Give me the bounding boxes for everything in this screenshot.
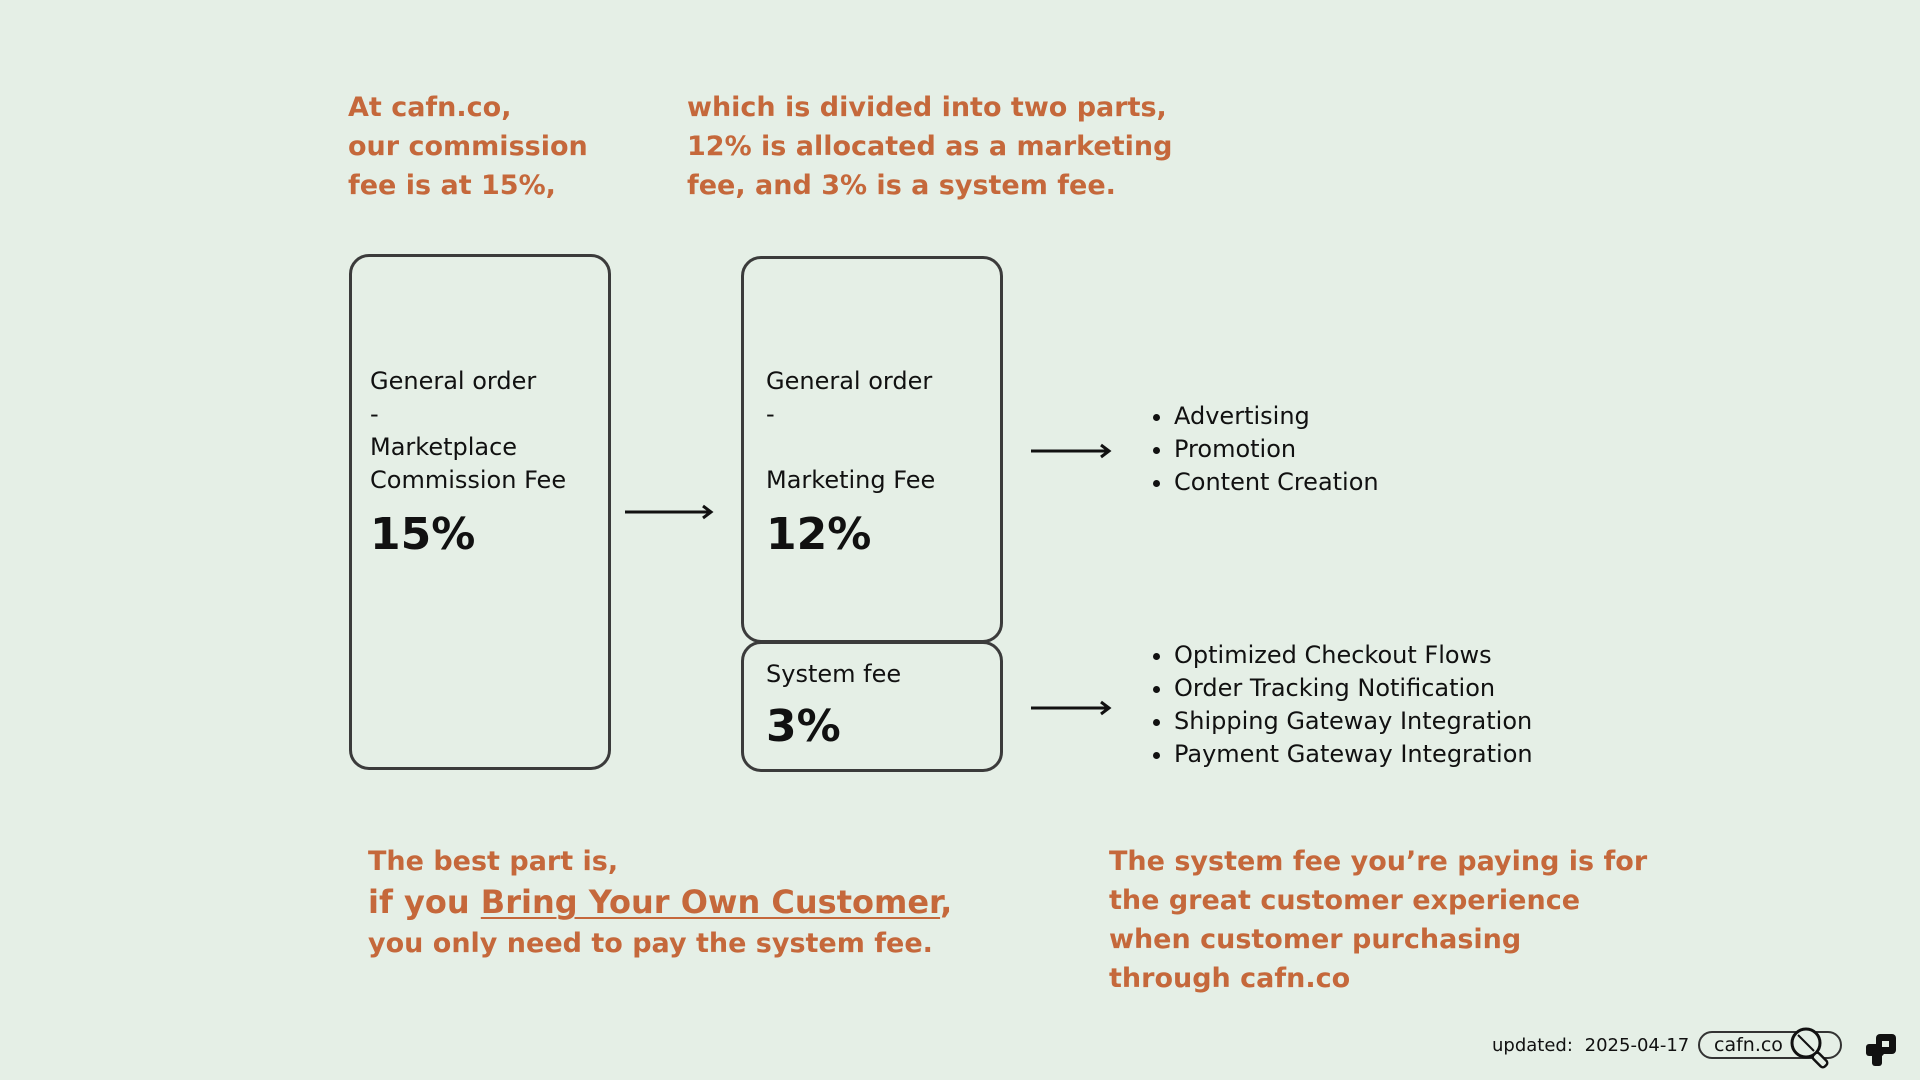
marketing-line-2: - [766, 400, 775, 428]
list-item: Order Tracking Notification [1174, 672, 1533, 705]
marketing-line-1: General order [766, 367, 933, 395]
marketing-benefits-list: Advertising Promotion Content Creation [1142, 400, 1379, 499]
commission-line-2: - [370, 400, 379, 428]
system-benefits-list: Optimized Checkout Flows Order Tracking … [1142, 639, 1533, 771]
intro-right-line: which is divided into two parts, [687, 92, 1167, 123]
list-item: Advertising [1174, 400, 1379, 433]
arrow-right-icon [1031, 443, 1112, 459]
list-item: Content Creation [1174, 466, 1379, 499]
list-item: Shipping Gateway Integration [1174, 705, 1533, 738]
list-item: Payment Gateway Integration [1174, 738, 1533, 771]
commission-fee-box: General order - Marketplace Commission F… [349, 254, 611, 770]
marketing-percent: 12% [766, 509, 872, 560]
commission-line-1: General order [370, 367, 537, 395]
magnifier-icon [1790, 1027, 1829, 1069]
system-fee-percent: 3% [766, 701, 841, 752]
byoc-line-1: The best part is, [368, 846, 619, 877]
intro-right: which is divided into two parts, 12% is … [687, 88, 1172, 205]
byoc-line-2-suffix: , [940, 883, 953, 921]
byoc-line-3: you only need to pay the system fee. [368, 928, 933, 959]
system-note-line: through cafn.co [1109, 963, 1351, 994]
updated-date: 2025-04-17 [1584, 1035, 1690, 1056]
system-fee-note: The system fee you’re paying is for the … [1109, 842, 1647, 998]
intro-left: At cafn.co, our commission fee is at 15%… [348, 88, 588, 205]
list-item: Promotion [1174, 433, 1379, 466]
marketing-fee-box: General order - Marketing Fee 12% [741, 256, 1003, 643]
intro-right-line: fee, and 3% is a system fee. [687, 170, 1116, 201]
byoc-line-2-prefix: if you [368, 883, 481, 921]
intro-left-line: At cafn.co, [348, 92, 512, 123]
commission-line-4: Commission Fee [370, 466, 567, 494]
system-note-line: when customer purchasing [1109, 924, 1522, 955]
updated-stamp: updated: 2025-04-17 [1492, 1035, 1689, 1056]
list-item: Optimized Checkout Flows [1174, 639, 1533, 672]
system-note-line: The system fee you’re paying is for [1109, 846, 1648, 877]
arrow-right-icon [1031, 700, 1112, 716]
brand-pill[interactable]: cafn.co [1698, 1031, 1842, 1059]
brand-logo-icon [1866, 1034, 1896, 1066]
commission-percent: 15% [370, 509, 476, 560]
marketing-line-3: Marketing Fee [766, 466, 936, 494]
commission-line-3: Marketplace [370, 433, 518, 461]
system-note-line: the great customer experience [1109, 885, 1581, 916]
intro-right-line: 12% is allocated as a marketing [687, 131, 1173, 162]
byoc-link[interactable]: Bring Your Own Customer [480, 883, 941, 921]
byoc-note: The best part is, if you Bring Your Own … [368, 841, 952, 964]
arrow-right-icon [625, 504, 714, 520]
intro-left-line: fee is at 15%, [348, 170, 556, 201]
updated-label: updated: [1492, 1035, 1573, 1056]
system-fee-box: System fee 3% [741, 641, 1003, 772]
system-fee-label: System fee [766, 660, 902, 688]
intro-left-line: our commission [348, 131, 588, 162]
